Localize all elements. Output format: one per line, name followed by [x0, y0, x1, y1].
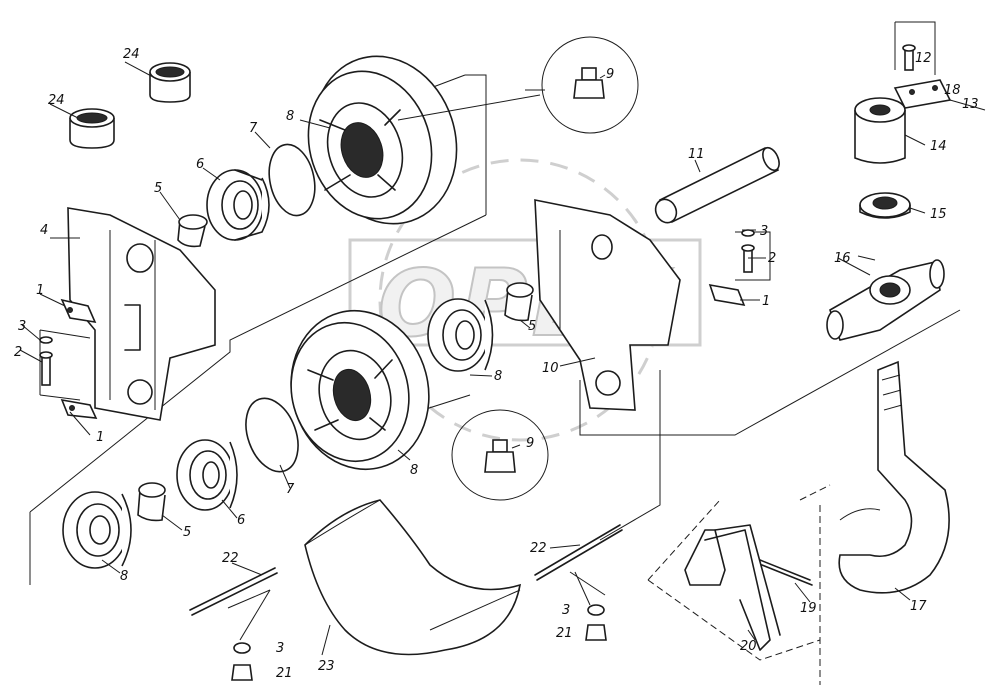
label-7-lower: 7 [286, 482, 295, 497]
bolt-12 [902, 44, 916, 71]
label-12: 12 [915, 51, 932, 66]
bracket-1-right [708, 283, 746, 307]
label-14: 14 [930, 139, 947, 154]
spring-pin-19 [759, 559, 813, 586]
part-labels: 24 24 4 1 3 2 1 5 6 7 8 9 11 3 2 1 10 5 … [14, 47, 979, 681]
label-6-lower: 6 [237, 513, 245, 528]
ring-15 [859, 192, 911, 219]
bearing-6-upper [206, 169, 270, 241]
spacer-ring-5-upper [177, 214, 208, 248]
label-1-left-top: 1 [36, 283, 44, 298]
bolt-2-left [39, 351, 53, 386]
rod-22-left [189, 567, 278, 641]
bearing-8-lower-left [62, 491, 132, 569]
bolt-2-right [741, 244, 755, 273]
label-3-right: 3 [760, 224, 768, 239]
bracket-1-left-bottom [60, 398, 98, 419]
label-6-upper: 6 [196, 157, 204, 172]
label-22-left: 22 [222, 551, 239, 566]
label-4: 4 [40, 223, 48, 238]
nut-21-lower-right [585, 624, 607, 641]
hook-17 [838, 360, 950, 594]
label-3-left: 3 [18, 319, 26, 334]
washer-3-lower-right [587, 604, 605, 616]
cover-plate-4 [67, 207, 216, 421]
nut-21-lower-left [231, 664, 253, 681]
label-15: 15 [930, 207, 947, 222]
guard-23 [304, 499, 522, 656]
label-9-middle: 9 [526, 436, 534, 451]
label-5-upper: 5 [154, 181, 162, 196]
bearing-6-middle [427, 298, 494, 372]
label-2-right: 2 [768, 251, 776, 266]
bushing-24-upper [149, 62, 191, 103]
label-8-middle: 8 [494, 369, 502, 384]
pulley-8-upper [307, 55, 458, 225]
label-18: 18 [944, 83, 961, 98]
rod-22-right [534, 524, 623, 606]
latch-20 [684, 524, 781, 651]
spacer-ring-5-middle [504, 282, 534, 322]
label-5-middle: 5 [528, 319, 536, 334]
bracket-1-left-top [60, 298, 97, 324]
pulley-8-middle [290, 309, 430, 471]
washer-3-left [39, 336, 53, 344]
side-plate-10 [534, 199, 681, 411]
plate-13-18 [893, 79, 986, 111]
label-2-left: 2 [14, 345, 22, 360]
label-7-upper: 7 [249, 121, 258, 136]
label-8-upper: 8 [286, 109, 294, 124]
label-16: 16 [834, 251, 851, 266]
assembly-outline [29, 21, 961, 685]
label-13: 13 [962, 97, 979, 112]
traverse-16 [826, 259, 945, 341]
label-3-lower-right: 3 [562, 603, 570, 618]
label-20: 20 [740, 639, 757, 654]
grease-fitting-9-upper [397, 36, 639, 134]
label-23: 23 [318, 659, 335, 674]
washer-3-right [741, 229, 755, 237]
label-24-upper: 24 [123, 47, 140, 62]
label-11: 11 [688, 147, 705, 162]
snap-ring-7-lower [245, 397, 299, 473]
grease-fitting-9-middle [451, 409, 549, 501]
washer-3-lower-left [233, 642, 251, 654]
snap-ring-7-upper [268, 143, 316, 217]
label-9-upper: 9 [606, 67, 614, 82]
label-21-lower-right: 21 [556, 626, 573, 641]
label-24-lower: 24 [48, 93, 65, 108]
pin-11 [654, 146, 780, 224]
label-17: 17 [910, 599, 927, 614]
leader-lines [19, 61, 926, 656]
label-1-left-bottom: 1 [96, 430, 104, 445]
bearing-6-lower [176, 439, 238, 511]
sleeve-14 [854, 97, 906, 164]
label-1-right: 1 [762, 294, 770, 309]
label-21-lower-left: 21 [276, 666, 293, 681]
spacer-ring-5-lower [137, 482, 166, 522]
label-8-bearing-lower: 8 [120, 569, 128, 584]
label-10: 10 [542, 361, 559, 376]
label-19: 19 [800, 601, 817, 616]
label-22-right: 22 [530, 541, 547, 556]
label-3-lower-left: 3 [276, 641, 284, 656]
label-8-pulley-lower: 8 [410, 463, 418, 478]
label-5-lower: 5 [183, 525, 191, 540]
bushing-24-lower [69, 108, 115, 149]
